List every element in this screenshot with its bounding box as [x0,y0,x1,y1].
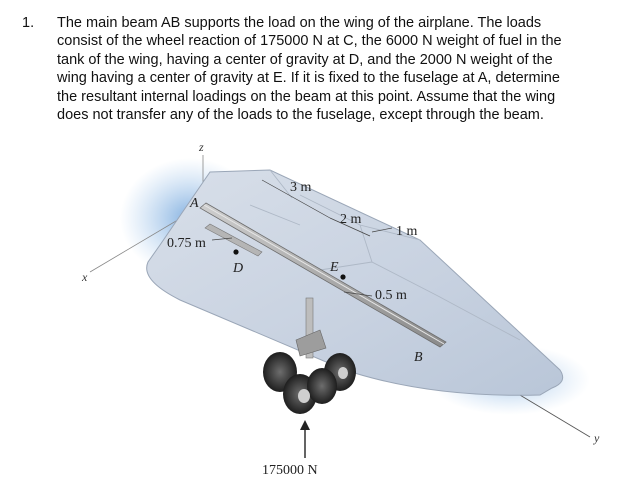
dimension-075m: 0.75 m [167,236,206,251]
label-B: B [414,350,423,365]
hub-1 [298,389,310,403]
y-axis-label: y [593,431,600,445]
wing-panel-lines [249,169,521,341]
hub-2 [338,367,348,379]
strut [204,223,263,257]
dim-line-2m [329,217,371,237]
label-E: E [329,260,339,275]
z-axis-label: z [198,140,204,154]
problem-line-1: The main beam AB supports the load on th… [57,15,542,31]
beam-highlight [203,204,445,345]
main-beam [199,202,447,348]
load-label: 175000 N [262,463,318,478]
dim-line-075m [211,237,233,241]
wheel-front-right [307,368,337,404]
load-arrow-head [300,420,310,430]
x-axis-label: x [81,270,88,284]
problem-line-3: tank of the wing, having a center of gra… [57,51,553,68]
problem-text: The main beam AB supports the load on th… [57,14,597,124]
wing [146,169,564,396]
dimension-05m: 0.5 m [375,288,407,303]
dim-line-3m [261,179,331,219]
problem-line-2: consist of the wheel reaction of 175000 … [57,33,562,50]
problem-line-6: does not transfer any of the loads to th… [57,107,544,124]
point-E-marker [340,274,346,280]
problem-line-4: wing having a center of gravity at E. If… [57,70,560,87]
label-A: A [189,196,199,211]
dimension-3m: 3 m [290,180,312,195]
label-D: D [232,261,243,276]
dimension-2m: 2 m [340,212,362,227]
gear-strut [305,297,314,359]
gear-linkage [295,329,327,357]
dim-line-1m [371,227,393,233]
point-D-marker [233,249,239,255]
problem-line-5: the resultant internal loadings on the b… [57,88,556,105]
dim-line-05m [343,291,373,297]
problem-number: 1. [22,15,35,31]
dimension-1m: 1 m [396,224,418,239]
